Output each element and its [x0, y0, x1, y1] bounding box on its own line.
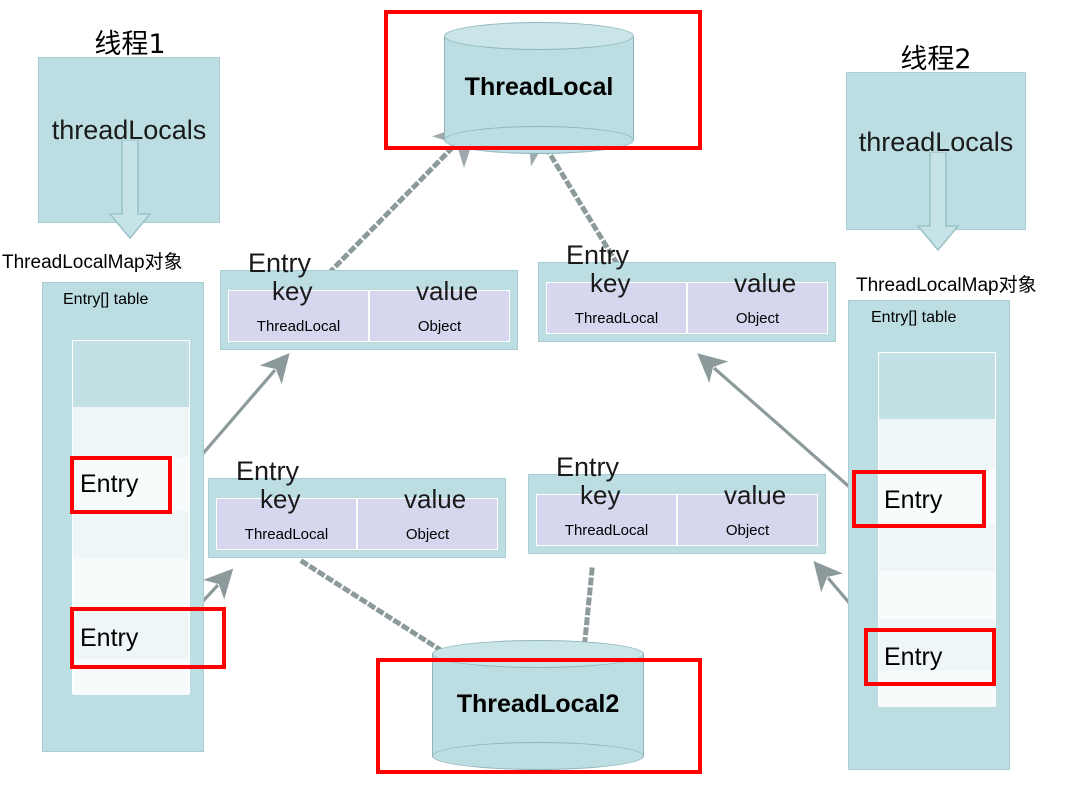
- thread1-slot-4: [73, 559, 189, 607]
- entry-card-bottom-right-key-label: key: [580, 480, 621, 510]
- thread2-slot-1: [879, 419, 995, 469]
- entry-card-bottom-right-cells: ThreadLocal Object: [536, 494, 818, 546]
- threadlocal2-top-ellipse: [432, 640, 644, 668]
- threadlocal-top-highlight[interactable]: [384, 10, 702, 150]
- entry-card-top-left-key-cell[interactable]: ThreadLocal: [228, 290, 369, 342]
- thread1-slot-5: [73, 607, 189, 659]
- thread2-down-arrow: [916, 152, 960, 252]
- thread2-title: 线程2: [900, 44, 972, 75]
- thread1-slot-3: [73, 511, 189, 559]
- thread2-slot-5: [879, 619, 995, 671]
- thread1-slot-5-label: Entry: [80, 624, 139, 652]
- threadlocal2-body: [432, 654, 644, 756]
- threadlocal-top-body: [444, 36, 634, 140]
- threadlocal-top-label: ThreadLocal: [464, 72, 614, 101]
- threadlocal2-bottom-ellipse: [432, 742, 644, 770]
- thread1-title: 线程1: [94, 29, 166, 60]
- entry-card-bottom-left-key-type: ThreadLocal: [244, 526, 329, 543]
- entry-card-bottom-left-value-label: value: [404, 484, 467, 514]
- entry-card-bottom-left-value-type: Object: [405, 526, 450, 543]
- entry-card-top-right-key-type: ThreadLocal: [574, 310, 659, 327]
- entry-card-bottom-left-key-cell[interactable]: ThreadLocal: [216, 498, 357, 550]
- thread1-table-caption: Entry[] table: [63, 291, 149, 308]
- entry-card-top-right-value-type: Object: [735, 310, 780, 327]
- threadlocal2-highlight[interactable]: [376, 658, 702, 774]
- thread1-slot-2-highlight[interactable]: [70, 456, 172, 514]
- entry-card-top-left-title: Entry: [248, 248, 312, 278]
- entry-card-top-right-title: Entry: [566, 240, 630, 270]
- entry-card-top-left-key-type: ThreadLocal: [256, 318, 341, 335]
- entry-card-bottom-left-value-cell[interactable]: Object: [357, 498, 498, 550]
- thread1-slot-5-highlight[interactable]: [70, 607, 226, 669]
- thread1-map-caption: ThreadLocalMap对象: [2, 252, 183, 273]
- thread2-slot-4: [879, 571, 995, 619]
- thread1-slot-1: [73, 407, 189, 457]
- entry-card-top-right[interactable]: Entry key value ThreadLocal Object: [538, 240, 836, 358]
- entry-card-top-left-value-label: value: [416, 276, 479, 306]
- entry-card-top-left-value-type: Object: [417, 318, 462, 335]
- entry-card-top-right-value-cell[interactable]: Object: [687, 282, 828, 334]
- entry-card-bottom-left-title: Entry: [236, 456, 300, 486]
- threadlocal-top-top-ellipse: [444, 22, 634, 50]
- entry-card-top-left[interactable]: Entry key value ThreadLocal Object: [220, 248, 518, 366]
- thread2-slot-5-label: Entry: [884, 643, 943, 671]
- entry-card-top-right-key-label: key: [590, 268, 631, 298]
- entry-card-bottom-right-key-cell[interactable]: ThreadLocal: [536, 494, 677, 546]
- entry-card-bottom-left-key-label: key: [260, 484, 301, 514]
- thread2-slot-5-highlight[interactable]: [864, 628, 996, 686]
- entry-card-top-left-key-label: key: [272, 276, 313, 306]
- entry-card-top-right-value-label: value: [734, 268, 797, 298]
- thread2-slot-2-highlight[interactable]: [852, 470, 986, 528]
- entry-card-bottom-right[interactable]: Entry key value ThreadLocal Object: [528, 452, 826, 570]
- thread1-slot-0: [73, 341, 189, 407]
- thread2-map-caption: ThreadLocalMap对象: [856, 275, 1037, 296]
- thread1-table-column: [72, 340, 190, 695]
- entry-card-bottom-right-key-type: ThreadLocal: [564, 522, 649, 539]
- thread2-slot-0: [879, 353, 995, 419]
- thread1-down-arrow: [108, 140, 152, 240]
- entry-card-top-left-cells: ThreadLocal Object: [228, 290, 510, 342]
- thread2-slot-6: [879, 671, 995, 707]
- entry-card-top-left-value-cell[interactable]: Object: [369, 290, 510, 342]
- entry-card-bottom-right-value-label: value: [724, 480, 787, 510]
- threadlocal2-cylinder[interactable]: ThreadLocal2: [432, 640, 644, 770]
- thread2-slot-2-label: Entry: [884, 486, 943, 514]
- threadlocal2-label: ThreadLocal2: [456, 689, 620, 718]
- thread2-slot-3: [879, 523, 995, 571]
- entry-card-bottom-right-title: Entry: [556, 452, 620, 482]
- thread2-slot-2: [879, 469, 995, 523]
- thread1-slot-2-label: Entry: [80, 470, 139, 498]
- entry-card-bottom-right-value-type: Object: [725, 522, 770, 539]
- thread2-table-column: [878, 352, 996, 707]
- entry-card-bottom-left[interactable]: Entry key value ThreadLocal Object: [208, 456, 506, 574]
- entry-card-bottom-left-cells: ThreadLocal Object: [216, 498, 498, 550]
- thread2-table-caption: Entry[] table: [871, 309, 957, 326]
